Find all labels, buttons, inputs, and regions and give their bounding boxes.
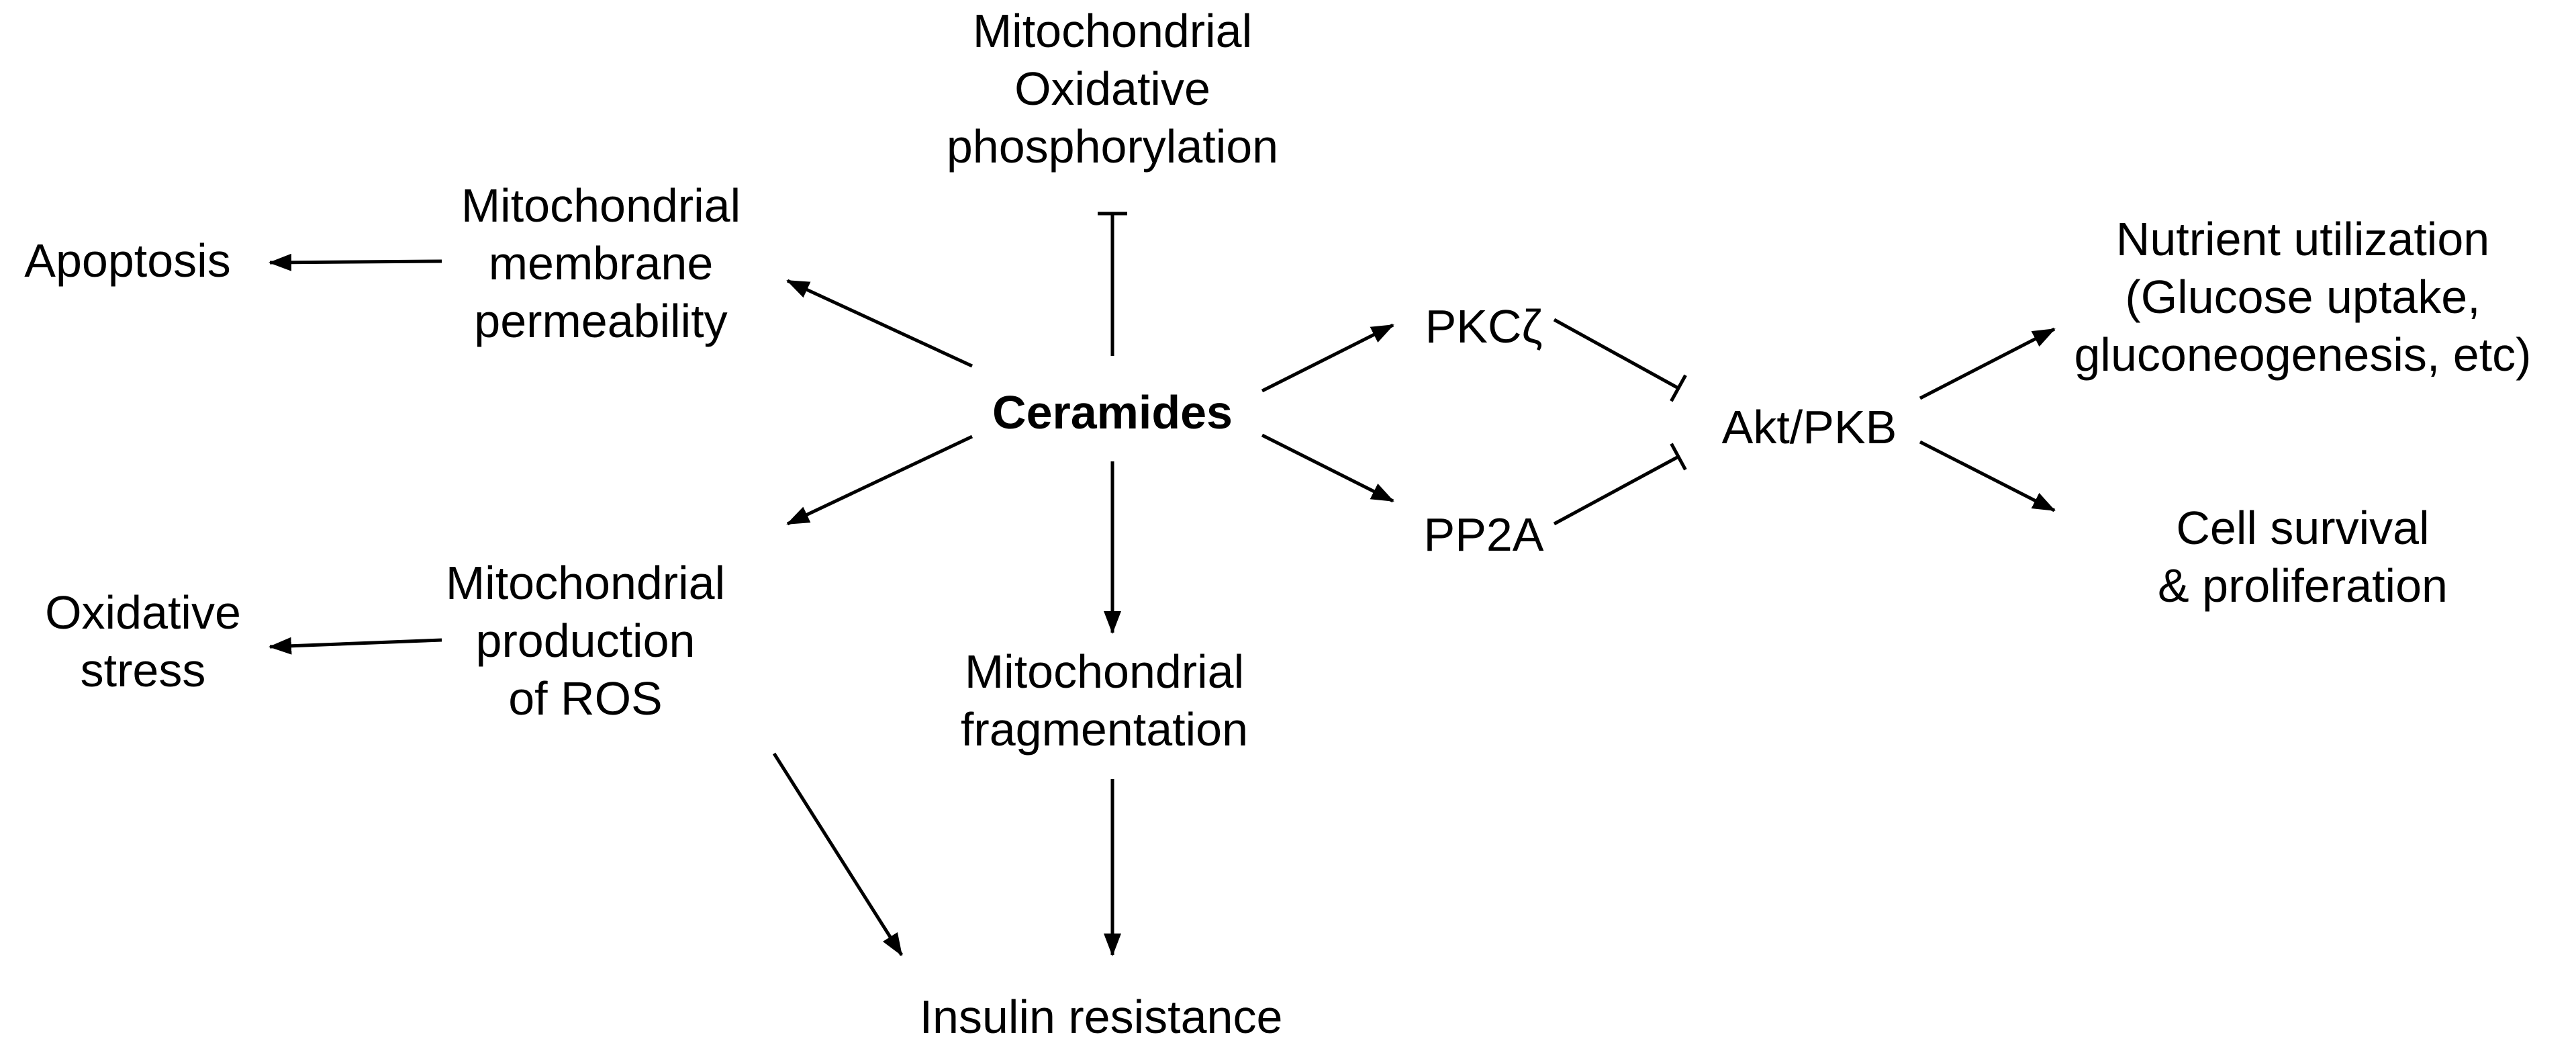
node-pkcz-line: PKCζ xyxy=(1425,300,1543,353)
edge-ceramides-to-pp2a xyxy=(1261,433,1394,503)
node-apoptosis-line: Apoptosis xyxy=(24,234,230,287)
node-akt-line: Akt/PKB xyxy=(1722,401,1897,453)
arrow-line xyxy=(1261,323,1394,393)
node-ceramides: Ceramides xyxy=(992,386,1233,439)
node-oxidative-stress-line: stress xyxy=(81,644,206,696)
arrow-line xyxy=(269,637,442,655)
node-ros-line: production xyxy=(476,615,696,667)
edge-pkcz-to-akt xyxy=(1553,318,1687,402)
node-nutrient-line: (Glucose uptake, xyxy=(2125,271,2480,323)
node-oxphos-line: Mitochondrial xyxy=(973,5,1252,57)
inhibition-bar xyxy=(1670,374,1687,402)
arrow-line xyxy=(786,435,973,526)
node-fragmentation-line: fragmentation xyxy=(961,703,1248,756)
node-ceramides-line: Ceramides xyxy=(992,386,1233,439)
node-ros-line: of ROS xyxy=(508,672,663,725)
node-insulin-resistance: Insulin resistance xyxy=(920,991,1283,1043)
node-survival: Cell survival& proliferation xyxy=(2158,502,2448,612)
node-oxphos-line: phosphorylation xyxy=(947,120,1278,173)
edge-pp2a-to-akt xyxy=(1553,443,1687,526)
node-pkcz: PKCζ xyxy=(1425,300,1543,353)
node-survival-line: & proliferation xyxy=(2158,559,2448,612)
inhibition-line xyxy=(1553,455,1680,526)
node-akt: Akt/PKB xyxy=(1722,401,1897,453)
edge-ceramides-to-oxphos xyxy=(1098,212,1127,356)
arrow-line xyxy=(772,752,904,956)
arrow-line xyxy=(786,279,973,368)
inhibition-line xyxy=(1553,318,1680,390)
edge-membrane-to-apoptosis xyxy=(269,253,442,271)
edge-ceramides-to-pkcz xyxy=(1261,323,1394,393)
edge-akt-to-survival xyxy=(1919,440,2056,512)
node-survival-line: Cell survival xyxy=(2176,502,2429,554)
node-insulin-resistance-line: Insulin resistance xyxy=(920,991,1283,1043)
arrow-line xyxy=(269,253,442,271)
node-nutrient-line: Nutrient utilization xyxy=(2116,213,2489,265)
node-oxidative-stress-line: Oxidative xyxy=(45,586,241,639)
node-oxphos-line: Oxidative xyxy=(1014,62,1210,115)
edge-ceramides-to-ros xyxy=(786,435,973,526)
edge-akt-to-nutrient xyxy=(1919,327,2056,400)
node-nutrient-line: gluconeogenesis, etc) xyxy=(2074,328,2532,381)
arrow-line xyxy=(1261,433,1394,503)
node-pp2a: PP2A xyxy=(1424,508,1544,561)
node-pp2a-line: PP2A xyxy=(1424,508,1544,561)
node-ros-line: Mitochondrial xyxy=(446,557,725,609)
edge-ceramides-to-membrane xyxy=(786,279,973,368)
arrow-line xyxy=(1919,327,2056,400)
inhibition-bar xyxy=(1670,443,1687,471)
arrow-line xyxy=(1919,440,2056,512)
edge-ros-to-insulin-resistance xyxy=(772,752,904,956)
node-nutrient: Nutrient utilization (Glucose uptake,gluc… xyxy=(2074,213,2532,381)
node-membrane-line: Mitochondrial xyxy=(461,179,741,232)
node-apoptosis: Apoptosis xyxy=(24,234,230,287)
edge-ros-to-oxidative-stress xyxy=(269,637,442,655)
node-membrane-line: membrane xyxy=(489,237,714,289)
node-fragmentation-line: Mitochondrial xyxy=(965,645,1244,698)
node-membrane-line: permeability xyxy=(474,295,727,347)
